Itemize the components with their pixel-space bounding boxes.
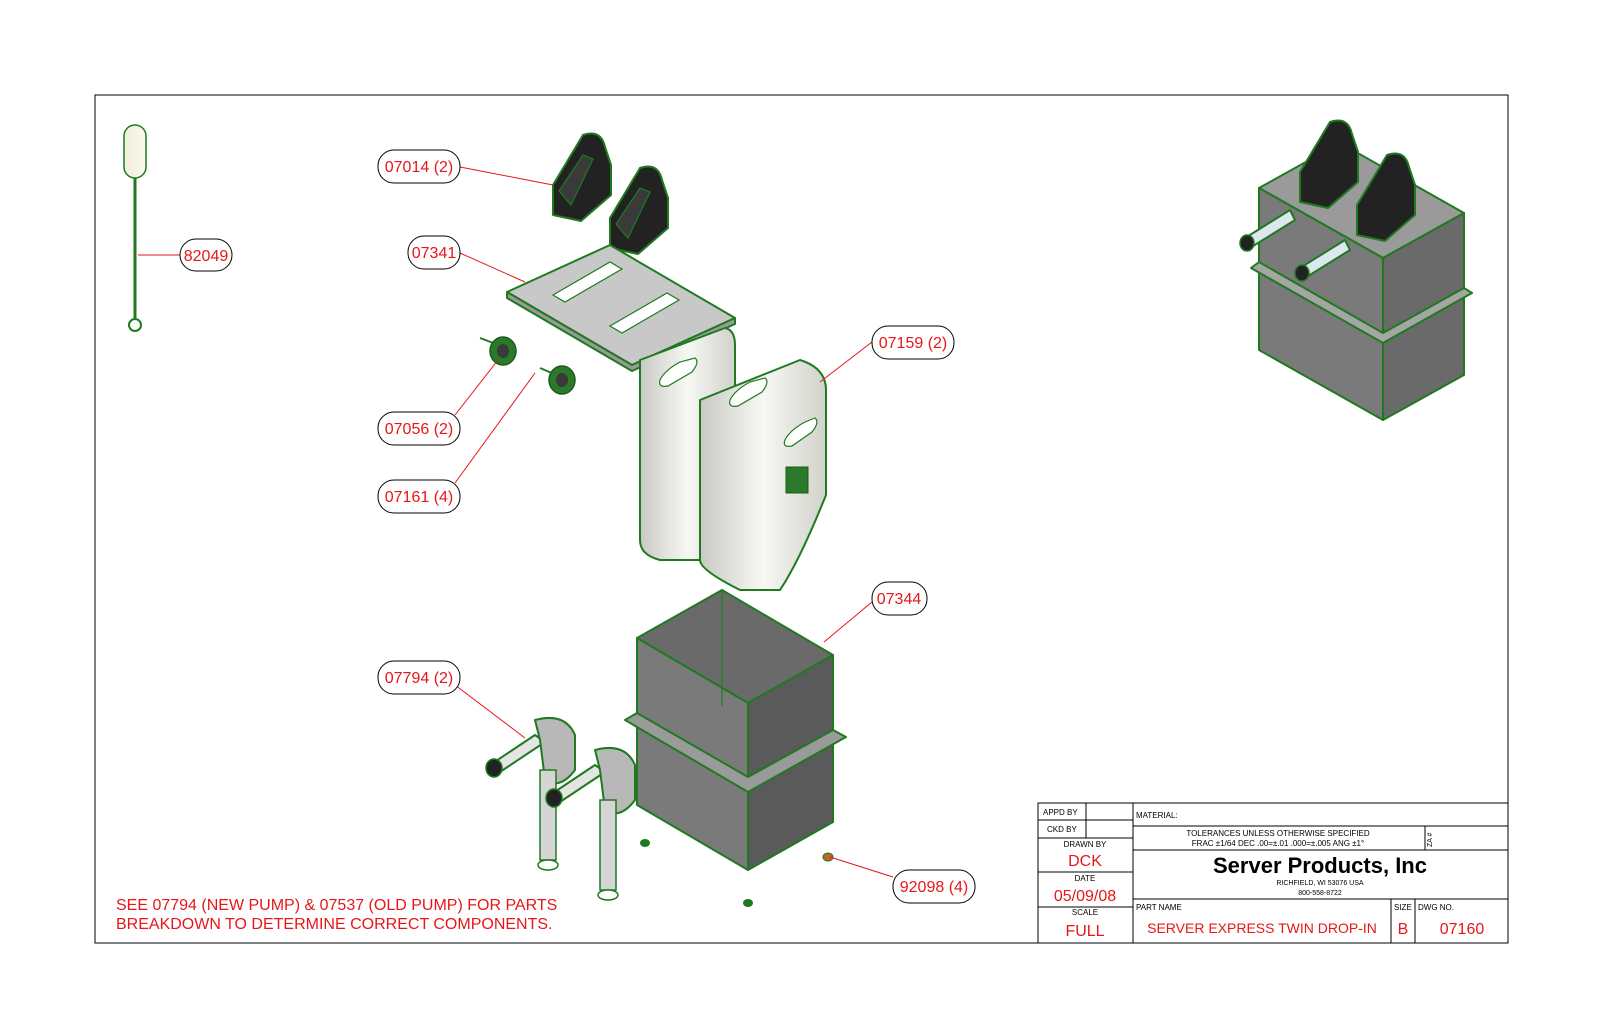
callout-07344[interactable]: 07344 — [871, 581, 928, 616]
callout-07794-label: 07794 (2) — [385, 670, 454, 687]
appd-by-label: APPD BY — [1043, 808, 1078, 817]
drawn-by-label: DRAWN BY — [1064, 840, 1107, 849]
company-phone: 800-558-8722 — [1298, 890, 1342, 897]
callout-07014[interactable]: 07014 (2) — [377, 149, 461, 184]
dwg-no-label: DWG NO. — [1418, 903, 1454, 912]
callout-07344-label: 07344 — [877, 591, 922, 608]
date-label: DATE — [1075, 874, 1096, 883]
callout-82049-label: 82049 — [184, 248, 229, 265]
size-label: SIZE — [1394, 903, 1412, 912]
drawn-by-value: DCK — [1068, 853, 1102, 870]
part-name-label: PART NAME — [1136, 903, 1182, 912]
scale-label: SCALE — [1072, 908, 1098, 917]
note-line-1: SEE 07794 (NEW PUMP) & 07537 (OLD PUMP) … — [116, 897, 557, 914]
note-line-2: BREAKDOWN TO DETERMINE CORRECT COMPONENT… — [116, 916, 552, 933]
callout-07161[interactable]: 07161 (4) — [377, 479, 461, 514]
tolerances-line-1: TOLERANCES UNLESS OTHERWISE SPECIFIED — [1186, 829, 1370, 838]
callout-07341-label: 07341 — [412, 245, 457, 262]
callout-07159[interactable]: 07159 (2) — [871, 325, 955, 360]
callout-07794[interactable]: 07794 (2) — [377, 660, 461, 695]
callout-07341[interactable]: 07341 — [407, 235, 461, 270]
callout-07159-label: 07159 (2) — [879, 335, 948, 352]
callout-07161-label: 07161 (4) — [385, 489, 454, 506]
part-07056-fitting-2 — [539, 365, 576, 395]
callout-07056-label: 07056 (2) — [385, 421, 454, 438]
callout-82049[interactable]: 82049 — [179, 238, 233, 272]
company-address: RICHFIELD, WI 53076 USA — [1276, 880, 1363, 887]
part-07341-top-plate — [506, 244, 736, 372]
date-value: 05/09/08 — [1054, 888, 1116, 905]
part-92098-feet — [640, 839, 834, 907]
dwg-no-value: 07160 — [1440, 921, 1485, 938]
leader-lines — [138, 166, 894, 878]
assembled-view — [1239, 119, 1473, 421]
part-name-value: SERVER EXPRESS TWIN DROP-IN — [1147, 920, 1377, 936]
callout-92098[interactable]: 92098 (4) — [892, 869, 976, 904]
company-name: Server Products, Inc — [1213, 853, 1427, 878]
size-value: B — [1398, 921, 1409, 938]
callout-07014-label: 07014 (2) — [385, 159, 454, 176]
title-block: APPD BY CKD BY DRAWN BY DCK DATE 05/09/0… — [1037, 802, 1509, 944]
parts-note: SEE 07794 (NEW PUMP) & 07537 (OLD PUMP) … — [116, 897, 557, 933]
drawing-border — [94, 94, 1509, 944]
part-07344-box — [624, 589, 847, 871]
part-07014-lids — [552, 132, 669, 255]
part-07056-fitting-1 — [479, 336, 517, 366]
part-07794-pump-2 — [545, 746, 636, 901]
scale-value: FULL — [1065, 923, 1104, 940]
ckd-by-label: CKD BY — [1047, 825, 1077, 834]
tolerances-line-2: FRAC ±1/64 DEC .00=±.01 .000=±.005 ANG ±… — [1192, 839, 1364, 848]
part-07159-inserts — [639, 327, 827, 591]
callout-92098-label: 92098 (4) — [900, 879, 969, 896]
rev-label: ZA # — [1427, 832, 1434, 847]
material-label: MATERIAL: — [1136, 811, 1178, 820]
part-82049-brush — [123, 124, 147, 332]
callout-07056[interactable]: 07056 (2) — [377, 411, 461, 446]
part-07794-pump-1 — [485, 716, 576, 871]
